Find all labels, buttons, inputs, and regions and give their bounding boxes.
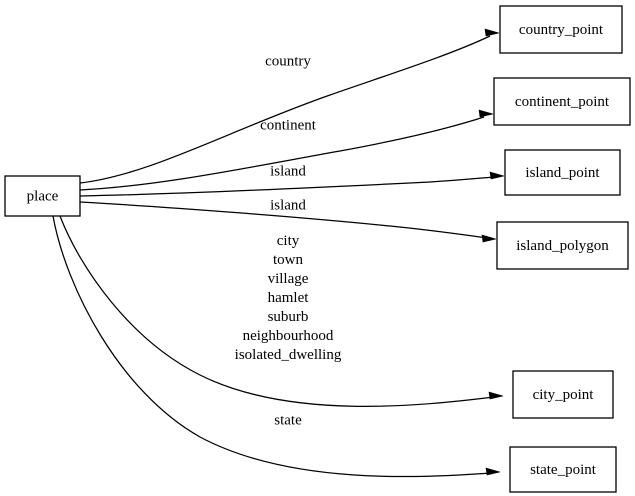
- node-box-island-polygon[interactable]: [496, 221, 629, 270]
- arrowhead-island-point: [489, 171, 505, 180]
- node-label-island-polygon: island_polygon: [516, 238, 609, 254]
- edge-place-to-country-point: country: [79, 28, 500, 184]
- node-state-point[interactable]: state_point: [509, 446, 617, 493]
- node-label-state-point: state_point: [530, 462, 597, 478]
- node-box-state-point[interactable]: [509, 446, 617, 493]
- edge-label-state: state: [274, 412, 302, 428]
- node-label-country-point: country_point: [519, 22, 604, 38]
- node-box-place[interactable]: [4, 175, 81, 217]
- edge-path-continent: [79, 116, 485, 191]
- arrowhead-country: [484, 28, 500, 37]
- edge-path-island-polygon: [79, 201, 488, 239]
- arrowhead-island-polygon: [481, 234, 497, 243]
- node-group: place country_point continent_point isla…: [4, 5, 631, 493]
- edge-path-island-point: [79, 176, 496, 197]
- edge-label-island-polygon: island: [270, 197, 306, 213]
- arrowhead-state: [485, 467, 501, 476]
- node-country-point[interactable]: country_point: [499, 5, 623, 54]
- node-label-place: place: [27, 188, 59, 204]
- arrowhead-continent: [478, 109, 494, 118]
- edge-place-to-continent-point: continent: [79, 109, 494, 191]
- node-city-point[interactable]: city_point: [512, 370, 614, 419]
- node-label-city-point: city_point: [533, 387, 595, 403]
- node-label-continent-point: continent_point: [515, 94, 610, 110]
- edge-path-country: [79, 35, 491, 184]
- node-box-island-point[interactable]: [504, 149, 621, 196]
- edge-place-to-island-polygon: island: [79, 197, 497, 243]
- node-box-city-point[interactable]: [512, 370, 614, 419]
- node-box-country-point[interactable]: [499, 5, 623, 54]
- node-box-continent-point[interactable]: [493, 77, 631, 126]
- node-label-island-point: island_point: [525, 165, 600, 181]
- arrowhead-city: [488, 391, 504, 400]
- node-island-polygon[interactable]: island_polygon: [496, 221, 629, 270]
- edge-label-continent: continent: [260, 117, 317, 133]
- edge-label-country: country: [265, 53, 311, 69]
- node-island-point[interactable]: island_point: [504, 149, 621, 196]
- edge-path-city: [59, 215, 495, 407]
- node-place[interactable]: place: [4, 175, 81, 217]
- edge-path-state: [52, 215, 492, 478]
- node-continent-point[interactable]: continent_point: [493, 77, 631, 126]
- edge-place-to-state-point: state: [52, 215, 501, 478]
- edge-label-island-point: island: [270, 163, 306, 179]
- edge-place-to-island-point: island: [79, 163, 505, 197]
